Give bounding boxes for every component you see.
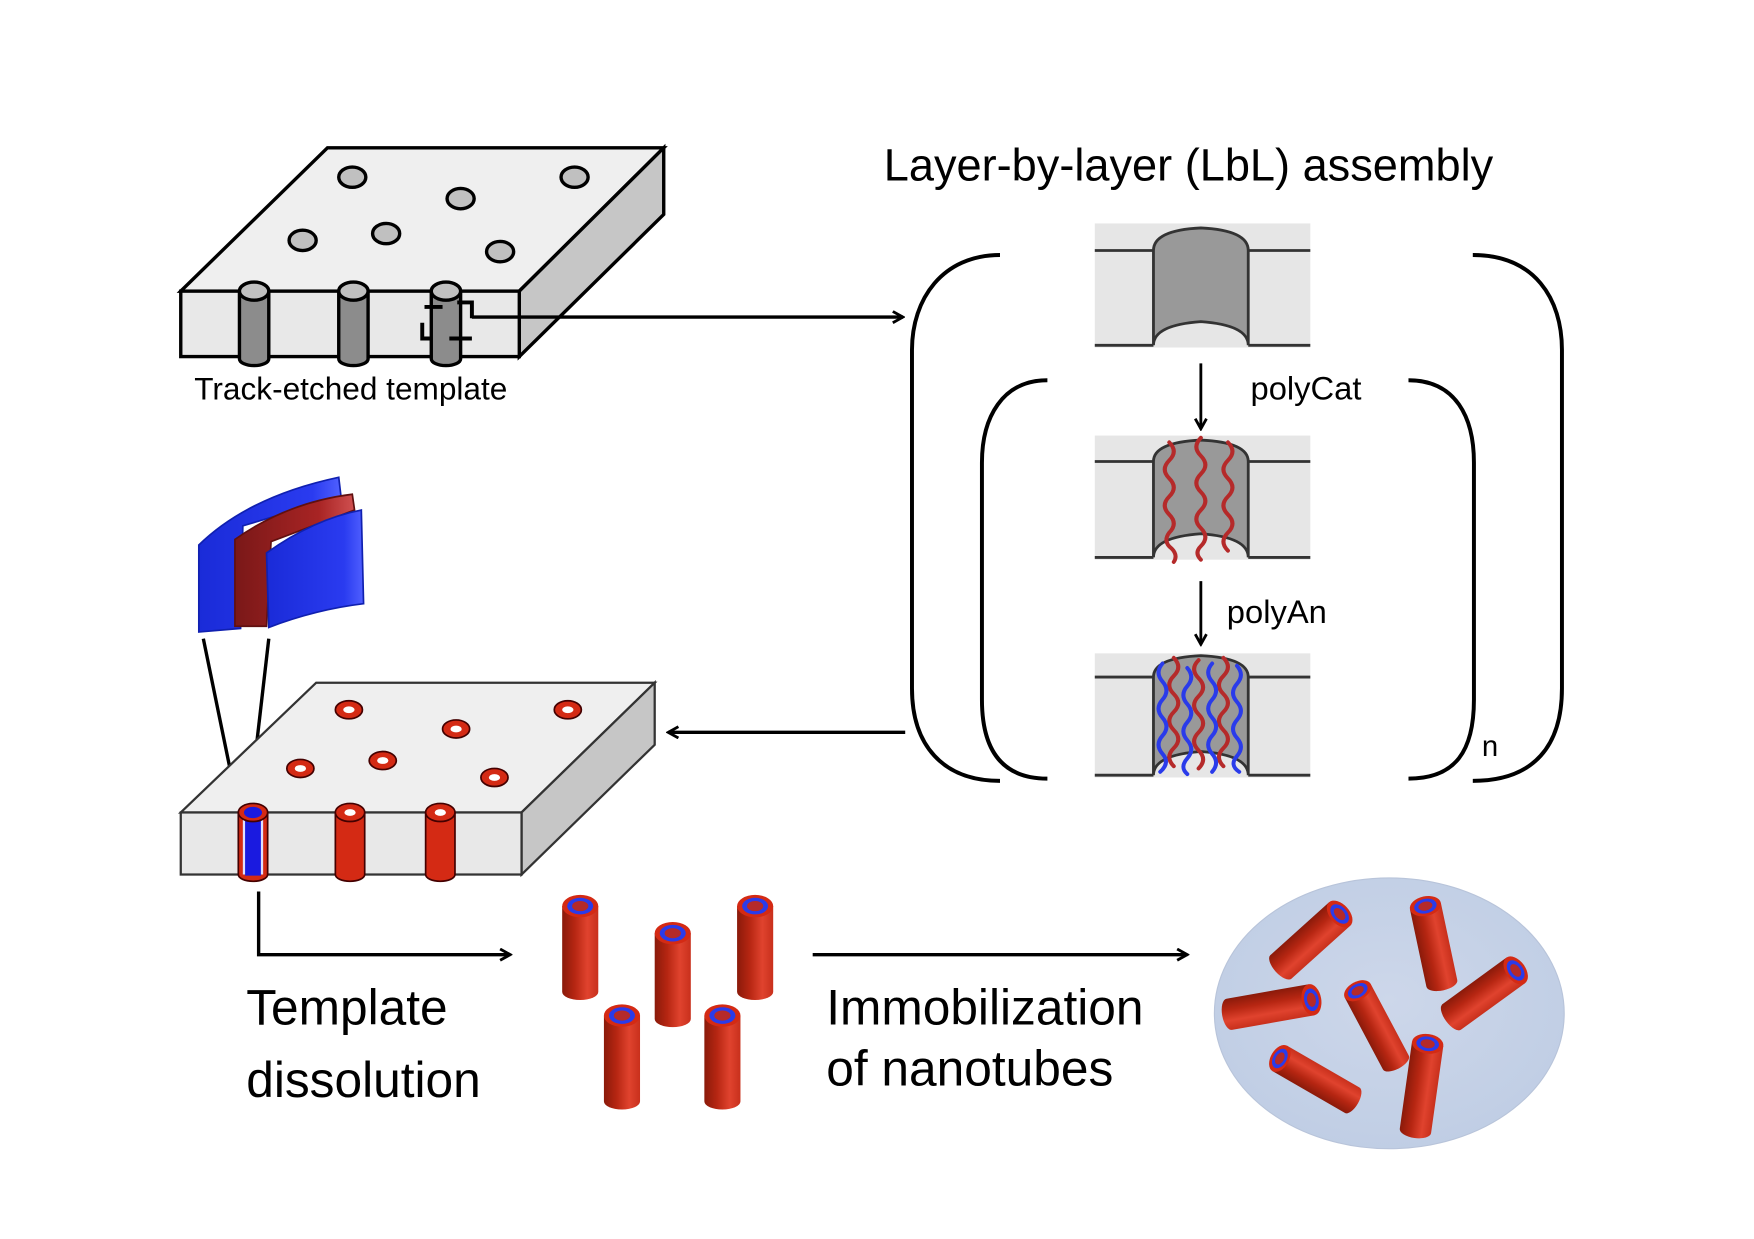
dissolution-label-line1: Template bbox=[246, 980, 447, 1036]
polycation-chains bbox=[1167, 655, 1230, 771]
coated-surface-pores bbox=[285, 699, 583, 788]
multilayer-shell-closeup bbox=[197, 476, 365, 633]
coated-pore bbox=[368, 750, 398, 771]
selection-bracket bbox=[420, 300, 474, 341]
nanotube bbox=[1409, 895, 1458, 992]
outer-bracket-right bbox=[1472, 253, 1564, 783]
multilayer-pore-channel bbox=[237, 802, 269, 883]
polymer-chain bbox=[1216, 655, 1230, 769]
polymer-chain bbox=[1206, 661, 1219, 774]
track-etched-template bbox=[176, 143, 668, 368]
pore bbox=[559, 165, 590, 190]
nanotube bbox=[1221, 984, 1322, 1030]
shell-layer-red bbox=[234, 493, 356, 628]
coated-pore bbox=[285, 758, 315, 779]
polymer-chain bbox=[1156, 661, 1169, 774]
nanotube bbox=[654, 922, 691, 1028]
pore-channels bbox=[237, 280, 463, 368]
nanotube bbox=[562, 894, 599, 1001]
nanotube bbox=[1399, 1033, 1444, 1139]
surface-pores bbox=[287, 165, 590, 264]
nanotube bbox=[1269, 900, 1353, 980]
polycation-label: polyCat bbox=[1251, 369, 1362, 406]
nanotube bbox=[1440, 956, 1528, 1031]
pore bbox=[445, 186, 476, 211]
inner-bracket-right bbox=[1408, 378, 1476, 781]
polyanion-chains bbox=[1156, 661, 1243, 777]
pore-channel bbox=[429, 280, 463, 368]
pore-channel bbox=[237, 280, 271, 368]
lbl-title: Layer-by-layer (LbL) assembly bbox=[884, 140, 1494, 191]
polymer-chain bbox=[1231, 663, 1243, 774]
arrow-template-dissolution bbox=[256, 891, 511, 954]
nanotube bbox=[1344, 980, 1410, 1072]
nanotube bbox=[737, 894, 774, 1001]
pore-cross-section-bilayer bbox=[1094, 653, 1311, 778]
pore bbox=[337, 165, 368, 190]
immobilized-nanotubes bbox=[1221, 895, 1528, 1139]
outer-bracket-left bbox=[910, 253, 1000, 783]
pore bbox=[370, 221, 402, 246]
polymer-chain bbox=[1167, 655, 1181, 769]
free-nanotubes bbox=[562, 894, 774, 1110]
polymer-chain bbox=[1181, 666, 1194, 777]
polymer-chain bbox=[1162, 440, 1178, 564]
coated-template bbox=[177, 680, 658, 883]
coated-pore bbox=[480, 767, 509, 788]
pore bbox=[287, 228, 318, 253]
pore-channel bbox=[337, 280, 370, 368]
coated-pore-channel bbox=[424, 802, 456, 883]
polyanion-label: polyAn bbox=[1227, 593, 1327, 630]
coated-pore-channel bbox=[334, 802, 366, 883]
pore-cross-section-polycation bbox=[1094, 435, 1311, 564]
immobilization-label-line1: Immobilization bbox=[826, 980, 1143, 1036]
shell-layer-blue-inner bbox=[265, 509, 365, 629]
nanotube bbox=[704, 1004, 741, 1110]
pore bbox=[484, 239, 516, 264]
template-label: Track-etched template bbox=[194, 370, 507, 406]
polycation-chains bbox=[1162, 435, 1235, 564]
nanotube bbox=[603, 1004, 641, 1110]
pore-cross-section-bare bbox=[1094, 223, 1311, 348]
coated-pore bbox=[441, 719, 471, 739]
repeat-count-label: n bbox=[1482, 730, 1498, 763]
polymer-chain bbox=[1192, 658, 1206, 771]
coated-pore bbox=[553, 699, 583, 720]
inner-bracket-left bbox=[979, 378, 1048, 781]
nanotube bbox=[1269, 1044, 1362, 1114]
immobilization-label-line2: of nanotubes bbox=[826, 1041, 1113, 1097]
polymer-chain bbox=[1221, 440, 1235, 553]
coated-pore bbox=[334, 699, 364, 720]
polymer-chain bbox=[1194, 435, 1208, 562]
dissolution-label-line2: dissolution bbox=[246, 1052, 481, 1108]
